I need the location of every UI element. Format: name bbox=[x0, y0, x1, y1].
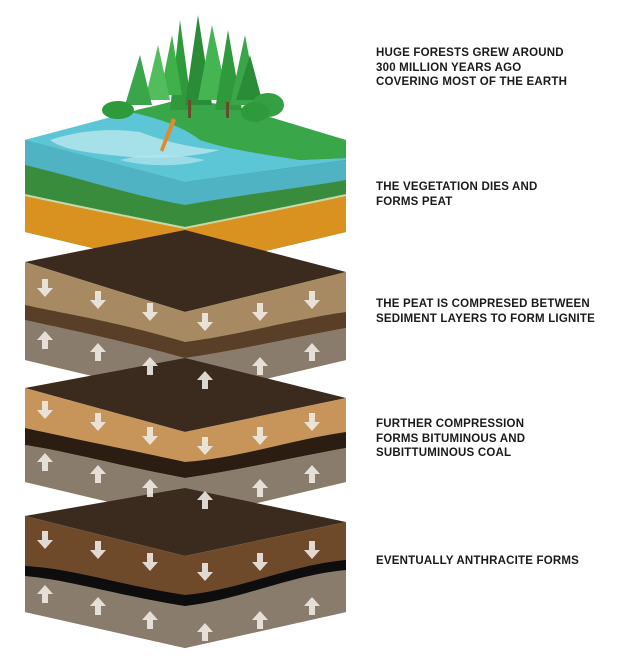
arrow-up-icon bbox=[252, 611, 268, 629]
anthracite-seam bbox=[25, 560, 346, 606]
arrow-up-icon bbox=[197, 623, 213, 641]
arrow-up-icon bbox=[304, 597, 320, 615]
arrow-down-icon bbox=[142, 427, 158, 445]
arrow-up-icon bbox=[142, 357, 158, 375]
arrow-up-icon bbox=[37, 331, 53, 349]
caption-peat: THE VEGETATION DIES AND FORMS PEAT bbox=[376, 181, 538, 208]
arrow-down-icon bbox=[142, 303, 158, 321]
arrow-down-icon bbox=[252, 303, 268, 321]
caption-lignite: THE PEAT IS COMPRESED BETWEEN SEDIMENT L… bbox=[376, 298, 595, 325]
arrow-up-icon bbox=[304, 465, 320, 483]
arrow-up-icon bbox=[252, 479, 268, 497]
forest-trees bbox=[102, 15, 284, 152]
arrow-down-icon bbox=[197, 313, 213, 331]
arrow-up-icon bbox=[197, 491, 213, 509]
water-highlight bbox=[50, 130, 220, 158]
grass-shore bbox=[130, 102, 346, 160]
block-lignite-top bbox=[25, 230, 346, 312]
arrow-up-icon bbox=[37, 585, 53, 603]
arrow-down-icon bbox=[304, 413, 320, 431]
lignite-seam bbox=[25, 305, 346, 358]
arrow-down-icon bbox=[90, 413, 106, 431]
bituminous-seam bbox=[25, 428, 346, 478]
arrow-up-icon bbox=[142, 611, 158, 629]
arrow-down-icon bbox=[304, 541, 320, 559]
caption-anthracite: EVENTUALLY ANTHRACITE FORMS bbox=[376, 555, 580, 567]
arrow-down-icon bbox=[142, 553, 158, 571]
block-bituminous-top bbox=[25, 358, 346, 432]
arrow-down-icon bbox=[37, 279, 53, 297]
block-anthracite-top bbox=[25, 488, 346, 556]
arrow-down-icon bbox=[197, 563, 213, 581]
arrow-up-icon bbox=[90, 343, 106, 361]
arrow-down-icon bbox=[252, 553, 268, 571]
block-anthracite bbox=[25, 488, 346, 648]
fallen-tree bbox=[160, 118, 176, 152]
arrow-down-icon bbox=[304, 291, 320, 309]
arrow-down-icon bbox=[37, 401, 53, 419]
arrow-down-icon bbox=[90, 541, 106, 559]
arrow-up-icon bbox=[252, 357, 268, 375]
arrow-down-icon bbox=[252, 427, 268, 445]
arrow-up-icon bbox=[90, 465, 106, 483]
arrow-down-icon bbox=[90, 291, 106, 309]
caption-forest: HUGE FORESTS GREW AROUND 300 MILLION YEA… bbox=[376, 47, 568, 88]
arrow-up-icon bbox=[37, 453, 53, 471]
bituminous-lower bbox=[25, 445, 346, 520]
arrow-up-icon bbox=[142, 479, 158, 497]
caption-bituminous: FURTHER COMPRESSION FORMS BITUMINOUS AND… bbox=[376, 418, 526, 459]
arrow-down-icon bbox=[197, 437, 213, 455]
arrow-up-icon bbox=[304, 343, 320, 361]
arrow-up-icon bbox=[90, 597, 106, 615]
block-forest bbox=[24, 15, 347, 270]
compression-arrows bbox=[37, 279, 320, 641]
arrow-down-icon bbox=[37, 531, 53, 549]
arrow-up-icon bbox=[197, 371, 213, 389]
